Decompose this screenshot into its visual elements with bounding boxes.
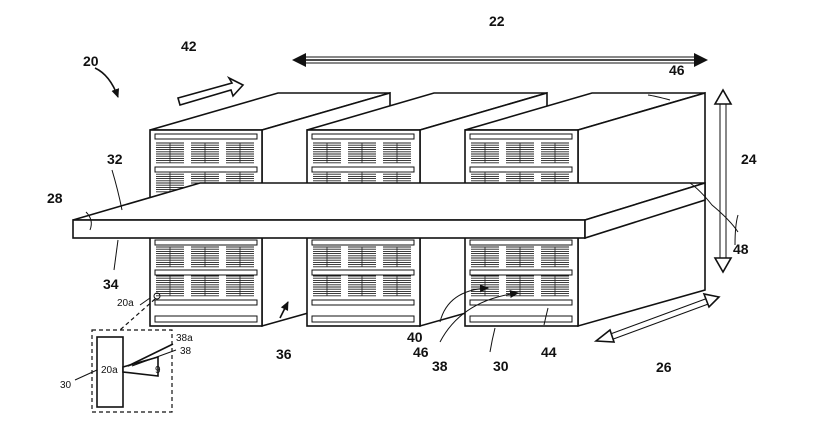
rack-1-grille xyxy=(226,142,254,164)
label-36: 36 xyxy=(276,346,292,362)
label-44: 44 xyxy=(541,344,557,360)
rack-1-grille xyxy=(156,275,184,297)
arrow-36 xyxy=(279,301,289,319)
rack-2-bar xyxy=(311,166,415,173)
rack-1-bar xyxy=(154,166,258,173)
rack-1-base xyxy=(154,315,258,323)
label-48: 48 xyxy=(733,241,749,257)
rack-3-bar xyxy=(469,269,573,276)
rack-3-base xyxy=(469,315,573,323)
rack-3-bar xyxy=(469,166,573,173)
rack-1-grille xyxy=(226,246,254,268)
rack-1-bar xyxy=(154,299,258,306)
label-46-lower: 46 xyxy=(413,344,429,360)
inset-label-38a: 38a xyxy=(176,333,193,344)
inset-label-9: 9 xyxy=(155,365,161,376)
rack-1-grille xyxy=(156,142,184,164)
rack-3-grille xyxy=(506,142,534,164)
arrow-22-double xyxy=(292,53,708,67)
rack-1-grille xyxy=(156,171,184,193)
rack-2-bar xyxy=(311,299,415,306)
airflow-arrows-40-38 xyxy=(439,284,519,343)
rack-1-grille xyxy=(156,246,184,268)
rack-3-grille xyxy=(541,275,569,297)
label-38: 38 xyxy=(432,358,448,374)
inset-label-38: 38 xyxy=(180,346,192,357)
rack-1-grille xyxy=(191,246,219,268)
label-26: 26 xyxy=(656,359,672,375)
rack-1-bar xyxy=(154,269,258,276)
rack-3-grille xyxy=(541,246,569,268)
rack-2-grille xyxy=(313,142,341,164)
rack-2-grille xyxy=(348,246,376,268)
rack-2-grille xyxy=(348,275,376,297)
rack-2-base xyxy=(311,315,415,323)
label-32: 32 xyxy=(107,151,123,167)
label-42: 42 xyxy=(181,38,197,54)
rack-3-bar xyxy=(469,299,573,306)
inset-detail xyxy=(74,298,177,413)
rack-3-grille xyxy=(471,142,499,164)
inset-label-20a: 20a xyxy=(101,365,118,376)
rack-1-bar xyxy=(154,133,258,140)
inset-label-30: 30 xyxy=(60,380,72,391)
arrow-26-double xyxy=(593,292,721,343)
label-46-top: 46 xyxy=(669,62,685,78)
rack-2-grille xyxy=(383,275,411,297)
rack-2-grille xyxy=(348,142,376,164)
label-20a: 20a xyxy=(117,298,134,309)
rack-2-grille xyxy=(313,246,341,268)
rack-3-bar xyxy=(469,133,573,140)
rack-3-grille xyxy=(471,246,499,268)
rack-2-grille xyxy=(383,142,411,164)
rack-2-grille xyxy=(313,275,341,297)
label-34: 34 xyxy=(103,276,119,292)
label-24: 24 xyxy=(741,151,757,167)
rack-1-grille xyxy=(226,275,254,297)
arrow-42 xyxy=(177,76,245,106)
label-22: 22 xyxy=(489,13,505,29)
label-40: 40 xyxy=(407,329,423,345)
rack-2-grille xyxy=(383,246,411,268)
label-20: 20 xyxy=(83,53,99,69)
rack-1-grille xyxy=(191,142,219,164)
leader-lines xyxy=(85,94,739,353)
rack-1-bar xyxy=(154,239,258,246)
rack-2-bar xyxy=(311,239,415,246)
arrow-24-double xyxy=(713,88,733,274)
rack-3-grille xyxy=(506,246,534,268)
label-30: 30 xyxy=(493,358,509,374)
rack-3-bar xyxy=(469,239,573,246)
arrow-20-pointer xyxy=(94,67,120,98)
rack-1-grille xyxy=(191,275,219,297)
rack-2-bar xyxy=(311,133,415,140)
rack-2-bar xyxy=(311,269,415,276)
rack-3-grille xyxy=(541,142,569,164)
shelf-28 xyxy=(72,181,739,240)
label-28: 28 xyxy=(47,190,63,206)
